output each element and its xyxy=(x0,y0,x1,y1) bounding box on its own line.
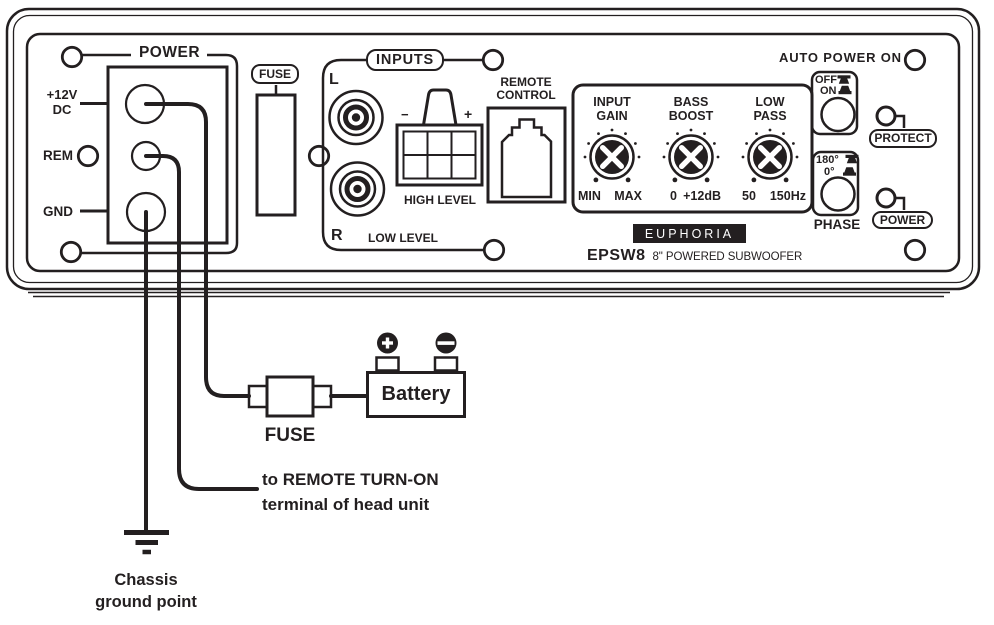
power-section-art xyxy=(80,53,297,255)
switch-on-label: ON xyxy=(820,85,837,97)
screw-icon xyxy=(481,48,505,72)
phase-180-label: 180° xyxy=(816,153,839,166)
phase-0-label: 0° xyxy=(824,166,835,178)
amp-case xyxy=(5,7,981,298)
phase-switch xyxy=(811,150,860,217)
screw-icon xyxy=(307,144,331,168)
battery-box: Battery xyxy=(366,371,466,418)
auto-power-switch-button xyxy=(820,96,856,133)
rca-jack-left-icon xyxy=(330,91,383,144)
switch-off-position-icon xyxy=(837,75,851,84)
bass-boost-scale: 0 +12dB xyxy=(670,189,721,203)
power-terminal-block xyxy=(106,65,229,245)
bass-boost-knob-icon xyxy=(663,129,720,183)
switch-0-position-icon xyxy=(843,167,856,176)
switches-art xyxy=(810,70,906,217)
model-name: EPSW8 xyxy=(587,247,646,264)
screw-icon xyxy=(59,240,83,264)
inline-fuse-label: FUSE xyxy=(264,425,316,446)
auto-power-switch xyxy=(810,70,859,136)
low-level-label: LOW LEVEL xyxy=(368,230,438,245)
high-level-connector xyxy=(395,88,484,187)
input-gain-scale: MIN MAX xyxy=(578,189,642,203)
battery-plus-icon xyxy=(377,332,398,354)
power-badge: POWER xyxy=(872,211,933,229)
switch-on-position-icon xyxy=(838,85,852,95)
amp-face-plate xyxy=(25,32,961,273)
input-label-left: L xyxy=(329,71,339,88)
rca-jack-right-icon xyxy=(331,163,384,216)
remote-control-jack xyxy=(486,106,567,204)
switch-off-label: OFF xyxy=(815,73,837,86)
knob-panel-outline xyxy=(571,83,814,214)
inputs-heading-badge: INPUTS xyxy=(366,49,444,71)
high-level-label: HIGH LEVEL xyxy=(403,192,476,207)
model-line: EPSW8 8" POWERED SUBWOOFER xyxy=(587,247,802,265)
wire-12v-to-fuse xyxy=(144,102,251,398)
terminal-label-gnd: GND xyxy=(43,204,73,219)
phase-switch-button xyxy=(820,176,856,212)
bass-boost-max-label: +12dB xyxy=(683,188,721,203)
battery-terminals xyxy=(375,332,459,372)
power-bracket xyxy=(81,53,239,255)
phase-label: PHASE xyxy=(813,217,861,232)
model-description: 8" POWERED SUBWOOFER xyxy=(652,251,803,263)
low-pass-max-label: 150Hz xyxy=(769,188,806,203)
bass-boost-label: BASS BOOST xyxy=(668,94,714,123)
low-pass-scale: 50 150Hz xyxy=(742,189,806,203)
input-gain-knob-icon xyxy=(584,129,641,183)
high-level-plus-label: + xyxy=(464,106,473,122)
wires xyxy=(144,102,368,532)
low-pass-label: LOW PASS xyxy=(753,94,787,123)
input-gain-label: INPUT GAIN xyxy=(593,94,631,123)
terminal-label-12v: +12V DC xyxy=(46,87,78,117)
battery-minus-icon xyxy=(435,332,457,354)
screw-icon xyxy=(903,238,927,262)
screw-icon xyxy=(76,144,100,168)
power-section-heading: POWER xyxy=(138,44,201,61)
inputs-section-art xyxy=(321,58,567,252)
input-label-right: R xyxy=(331,227,343,244)
panel-fuse-holder xyxy=(255,93,297,217)
auto-power-on-heading: AUTO POWER ON xyxy=(779,50,902,65)
battery-post-right xyxy=(433,356,459,372)
protect-badge: PROTECT xyxy=(869,129,937,148)
high-level-minus-label: − xyxy=(401,107,409,122)
switch-180-position-icon xyxy=(845,154,859,164)
battery-post-left xyxy=(375,356,400,372)
label-pointer-lines xyxy=(80,102,108,213)
inline-fuse-holder-icon xyxy=(247,375,333,418)
wire-remote-turn-on xyxy=(144,154,259,491)
brand-badge: EUPHORIA xyxy=(633,224,746,243)
power-led-icon xyxy=(875,187,897,209)
fuse-badge: FUSE xyxy=(251,64,299,84)
low-pass-min-label: 50 xyxy=(742,188,756,203)
screw-icon xyxy=(482,238,506,262)
screw-icon xyxy=(60,45,84,69)
ground-symbol-icon xyxy=(124,530,169,555)
input-gain-min-label: MIN xyxy=(578,188,601,203)
low-pass-knob-icon xyxy=(742,129,799,183)
inputs-bracket xyxy=(321,58,483,252)
input-gain-max-label: MAX xyxy=(614,188,642,203)
bass-boost-min-label: 0 xyxy=(670,188,677,203)
terminal-label-rem: REM xyxy=(43,148,73,163)
chassis-ground-label: Chassis ground point xyxy=(95,571,197,611)
protect-led-icon xyxy=(875,105,897,127)
remote-control-label: REMOTE CONTROL xyxy=(496,75,556,103)
control-panel-art xyxy=(571,83,814,214)
remote-turn-on-note: to REMOTE TURN-ON terminal of head unit xyxy=(262,470,439,514)
screw-icon xyxy=(903,48,927,72)
